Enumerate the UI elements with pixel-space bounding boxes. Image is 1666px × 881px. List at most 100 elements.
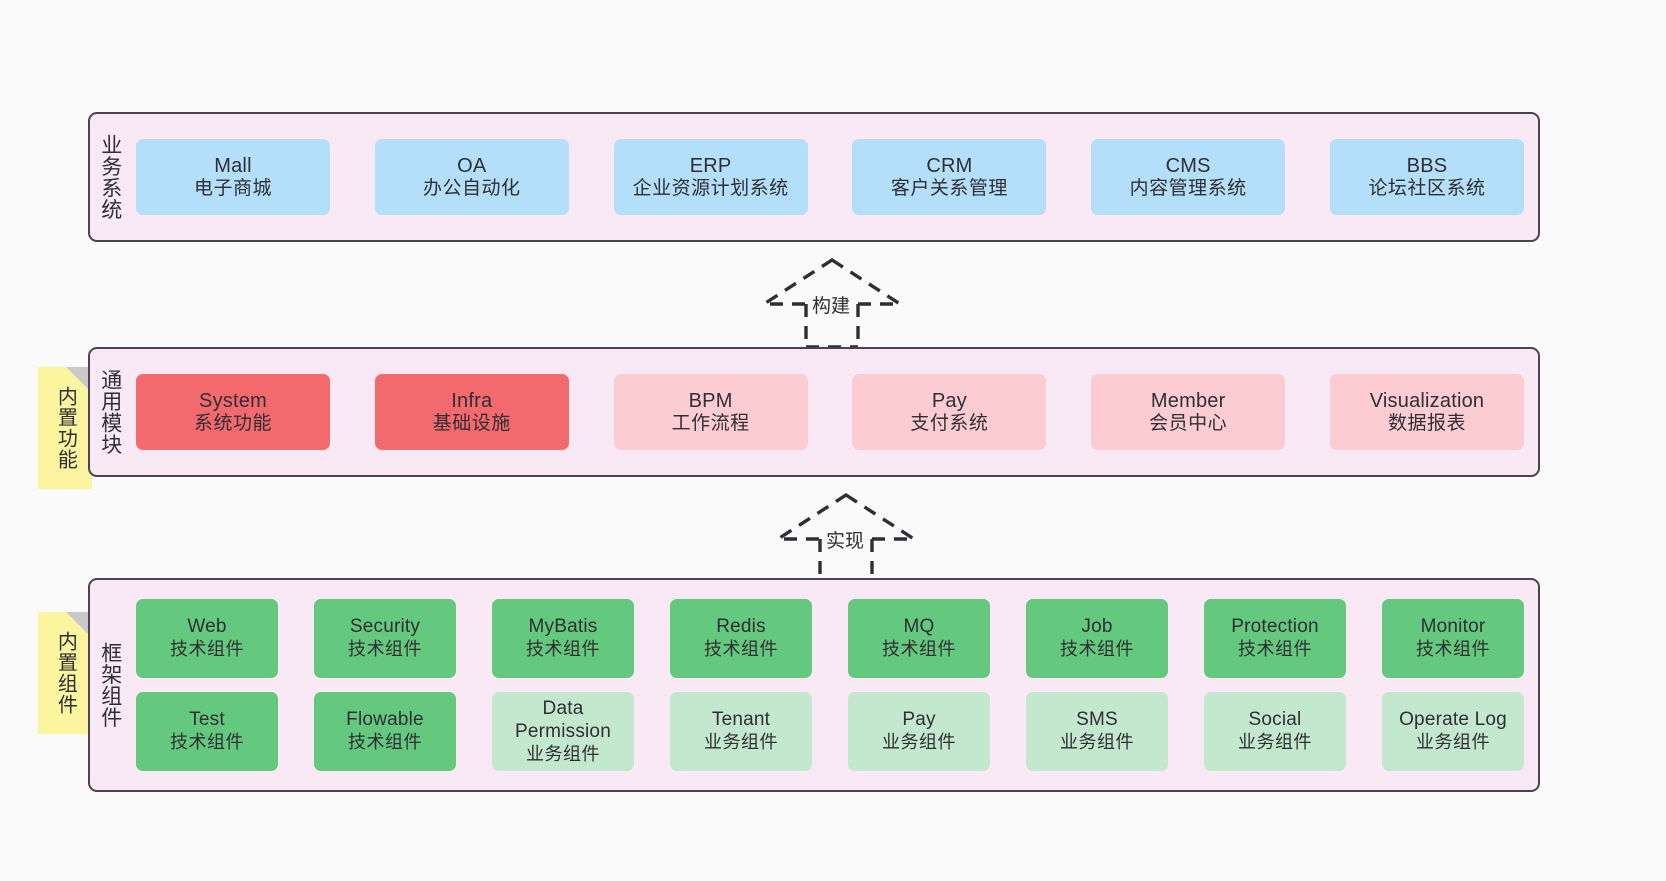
card-erp[interactable]: ERP 企业资源计划系统 xyxy=(613,139,808,215)
card-mall-cn: 电子商城 xyxy=(193,177,272,199)
card-job[interactable]: Job 技术组件 xyxy=(1026,599,1168,678)
sticky-note-builtin-features: 内置功能 xyxy=(38,367,92,489)
layer-common-label: 通用模块 xyxy=(98,369,122,455)
card-redis[interactable]: Redis 技术组件 xyxy=(670,599,812,678)
card-pay-component-en: Pay xyxy=(902,709,936,731)
card-job-cn: 技术组件 xyxy=(1060,639,1134,660)
card-job-en: Job xyxy=(1081,616,1113,638)
card-flowable[interactable]: Flowable 技术组件 xyxy=(314,692,456,771)
card-bpm-cn: 工作流程 xyxy=(671,412,750,434)
card-cms[interactable]: CMS 内容管理系统 xyxy=(1091,139,1286,215)
card-infra[interactable]: Infra 基础设施 xyxy=(374,374,569,450)
framework-row-technical: Web 技术组件 Security 技术组件 MyBatis 技术组件 Redi… xyxy=(136,599,1524,678)
card-security-cn: 技术组件 xyxy=(348,639,422,660)
card-operate-log-en: Operate Log xyxy=(1399,709,1507,731)
card-tenant-cn: 业务组件 xyxy=(704,732,778,753)
card-redis-en: Redis xyxy=(716,616,766,638)
card-data-permission-cn: 业务组件 xyxy=(526,743,600,764)
card-web-cn: 技术组件 xyxy=(170,639,244,660)
card-monitor[interactable]: Monitor 技术组件 xyxy=(1382,599,1524,678)
card-crm[interactable]: CRM 客户关系管理 xyxy=(852,139,1047,215)
card-security[interactable]: Security 技术组件 xyxy=(314,599,456,678)
card-mybatis-en: MyBatis xyxy=(528,616,598,638)
card-mall-en: Mall xyxy=(214,154,252,177)
card-web[interactable]: Web 技术组件 xyxy=(136,599,278,678)
card-test[interactable]: Test 技术组件 xyxy=(136,692,278,771)
card-social[interactable]: Social 业务组件 xyxy=(1204,692,1346,771)
card-member-cn: 会员中心 xyxy=(1149,412,1228,434)
card-system-cn: 系统功能 xyxy=(193,412,272,434)
sticky-note-builtin-components: 内置组件 xyxy=(38,612,92,734)
card-data-permission[interactable]: Data Permission 业务组件 xyxy=(492,692,634,771)
layer-framework-label: 框架组件 xyxy=(98,642,122,728)
card-bbs-en: BBS xyxy=(1406,154,1448,177)
card-flowable-en: Flowable xyxy=(346,709,424,731)
card-oa-cn: 办公自动化 xyxy=(423,177,521,199)
sticky-note-builtin-components-text: 内置组件 xyxy=(54,631,77,715)
layer-framework-rows: Web 技术组件 Security 技术组件 MyBatis 技术组件 Redi… xyxy=(130,580,1538,790)
card-pay-module[interactable]: Pay 支付系统 xyxy=(852,374,1047,450)
card-security-en: Security xyxy=(349,616,421,638)
card-visualization-cn: 数据报表 xyxy=(1387,412,1466,434)
card-protection-cn: 技术组件 xyxy=(1238,639,1312,660)
card-social-cn: 业务组件 xyxy=(1238,732,1312,753)
card-pay-component-cn: 业务组件 xyxy=(882,732,956,753)
card-infra-cn: 基础设施 xyxy=(432,412,511,434)
card-protection-en: Protection xyxy=(1231,616,1319,638)
card-system[interactable]: System 系统功能 xyxy=(136,374,330,450)
card-pay-module-cn: 支付系统 xyxy=(910,412,989,434)
card-tenant-en: Tenant xyxy=(711,709,771,731)
card-bpm[interactable]: BPM 工作流程 xyxy=(613,374,808,450)
card-tenant[interactable]: Tenant 业务组件 xyxy=(670,692,812,771)
card-redis-cn: 技术组件 xyxy=(704,639,778,660)
card-mall[interactable]: Mall 电子商城 xyxy=(136,139,330,215)
card-web-en: Web xyxy=(187,616,227,638)
card-mybatis[interactable]: MyBatis 技术组件 xyxy=(492,599,634,678)
card-mq-cn: 技术组件 xyxy=(882,639,956,660)
card-flowable-cn: 技术组件 xyxy=(348,732,422,753)
card-bbs[interactable]: BBS 论坛社区系统 xyxy=(1329,139,1524,215)
card-oa[interactable]: OA 办公自动化 xyxy=(374,139,569,215)
card-operate-log[interactable]: Operate Log 业务组件 xyxy=(1382,692,1524,771)
card-member-en: Member xyxy=(1150,389,1226,412)
connector-implement-label: 实现 xyxy=(826,531,865,552)
card-sms[interactable]: SMS 业务组件 xyxy=(1026,692,1168,771)
card-bbs-cn: 论坛社区系统 xyxy=(1368,177,1486,199)
layer-common-cards: System 系统功能 Infra 基础设施 BPM 工作流程 Pay 支付系统… xyxy=(130,349,1538,475)
card-mq[interactable]: MQ 技术组件 xyxy=(848,599,990,678)
connector-build-label: 构建 xyxy=(812,296,851,317)
card-crm-cn: 客户关系管理 xyxy=(890,177,1008,199)
card-erp-en: ERP xyxy=(689,154,732,177)
framework-row-business: Test 技术组件 Flowable 技术组件 Data Permission … xyxy=(136,692,1524,771)
card-visualization-en: Visualization xyxy=(1369,389,1485,412)
card-data-permission-en: Data Permission xyxy=(515,697,611,742)
card-erp-cn: 企业资源计划系统 xyxy=(632,177,789,199)
card-crm-en: CRM xyxy=(926,154,973,177)
card-mybatis-cn: 技术组件 xyxy=(526,639,600,660)
card-member[interactable]: Member 会员中心 xyxy=(1091,374,1286,450)
card-oa-en: OA xyxy=(457,154,487,177)
layer-business-systems: 业务系统 Mall 电子商城 OA 办公自动化 ERP 企业资源计划系统 CRM… xyxy=(88,112,1540,242)
card-cms-cn: 内容管理系统 xyxy=(1129,177,1247,199)
card-visualization[interactable]: Visualization 数据报表 xyxy=(1329,374,1524,450)
card-test-cn: 技术组件 xyxy=(170,732,244,753)
card-system-en: System xyxy=(199,389,267,412)
card-monitor-en: Monitor xyxy=(1420,616,1486,638)
card-pay-module-en: Pay xyxy=(931,389,967,412)
layer-common-modules: 通用模块 System 系统功能 Infra 基础设施 BPM 工作流程 Pay… xyxy=(88,347,1540,477)
card-mq-en: MQ xyxy=(903,616,935,638)
card-sms-cn: 业务组件 xyxy=(1060,732,1134,753)
card-bpm-en: BPM xyxy=(688,389,733,412)
card-sms-en: SMS xyxy=(1076,709,1118,731)
card-monitor-cn: 技术组件 xyxy=(1416,639,1490,660)
sticky-note-builtin-features-text: 内置功能 xyxy=(54,386,77,470)
layer-framework-components: 框架组件 Web 技术组件 Security 技术组件 MyBatis 技术组件… xyxy=(88,578,1540,792)
card-infra-en: Infra xyxy=(451,389,493,412)
sticky-fold-corner xyxy=(66,367,92,393)
card-social-en: Social xyxy=(1248,709,1302,731)
card-protection[interactable]: Protection 技术组件 xyxy=(1204,599,1346,678)
card-operate-log-cn: 业务组件 xyxy=(1416,732,1490,753)
card-test-en: Test xyxy=(189,709,225,731)
card-pay-component[interactable]: Pay 业务组件 xyxy=(848,692,990,771)
